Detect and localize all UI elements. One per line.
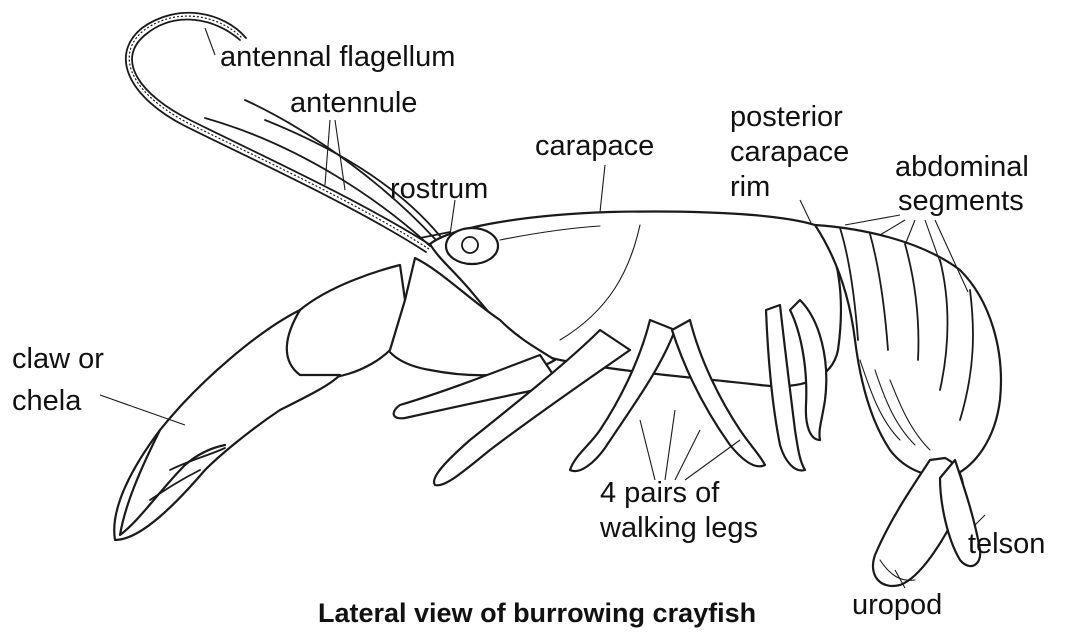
label-claw-2: chela xyxy=(12,385,82,417)
label-claw-1: claw or xyxy=(12,343,104,375)
tail-fan-drawing xyxy=(873,458,980,586)
label-abdominal-segments-1: abdominal xyxy=(895,151,1029,183)
label-walking-legs-1: 4 pairs of xyxy=(600,477,720,509)
label-posterior-carapace-rim-1: posterior xyxy=(730,101,843,133)
label-walking-legs-2: walking legs xyxy=(599,512,758,544)
label-carapace: carapace xyxy=(535,130,654,162)
abdomen-drawing xyxy=(815,225,1001,476)
label-telson: telson xyxy=(968,528,1045,560)
label-antennule: antennule xyxy=(290,87,417,119)
label-antennal-flagellum: antennal flagellum xyxy=(220,41,455,73)
label-rostrum: rostrum xyxy=(390,173,488,205)
label-abdominal-segments-2: segments xyxy=(898,185,1024,217)
diagram-caption: Lateral view of burrowing crayfish xyxy=(318,598,756,628)
label-posterior-carapace-rim-3: rim xyxy=(730,171,770,203)
label-posterior-carapace-rim-2: carapace xyxy=(730,136,849,168)
label-uropod: uropod xyxy=(852,589,942,621)
